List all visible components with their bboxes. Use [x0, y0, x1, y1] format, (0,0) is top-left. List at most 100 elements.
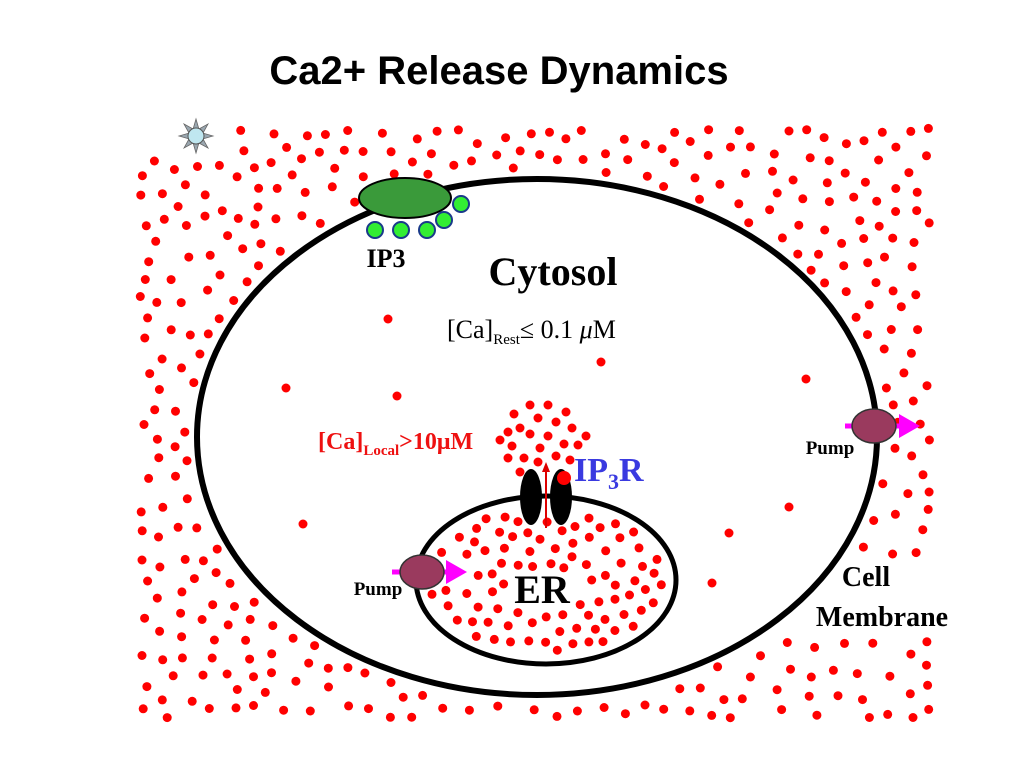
calcium-dot — [610, 626, 620, 635]
calcium-dot — [598, 637, 608, 647]
calcium-dot — [905, 689, 915, 699]
calcium-dot — [144, 257, 154, 267]
calcium-dot — [840, 168, 850, 178]
calcium-dot — [155, 562, 165, 572]
calcium-dot — [392, 391, 402, 401]
calcium-dot — [587, 575, 597, 585]
calcium-dot — [886, 325, 896, 334]
calcium-dot — [386, 678, 396, 687]
calcium-dot — [195, 349, 205, 359]
calcium-dot — [572, 623, 582, 633]
calcium-dot — [906, 348, 916, 358]
calcium-dot — [528, 562, 538, 571]
calcium-dot — [140, 613, 150, 623]
calcium-dot — [137, 555, 147, 565]
calcium-dot — [217, 206, 227, 216]
calcium-dot — [610, 580, 620, 590]
calcium-dot — [304, 658, 314, 668]
calcium-dot — [232, 172, 242, 182]
calcium-dot — [659, 182, 669, 191]
calcium-dot — [820, 225, 830, 235]
calcium-dot — [249, 701, 258, 710]
calcium-dot — [628, 621, 638, 631]
calcium-dot — [256, 239, 266, 249]
calcium-dot — [209, 635, 219, 645]
calcium-dot — [279, 705, 289, 715]
calcium-dot — [236, 125, 246, 135]
calcium-dot — [552, 645, 562, 655]
calcium-dot — [177, 632, 187, 642]
calcium-dot — [584, 513, 594, 523]
calcium-dot — [203, 329, 213, 339]
calcium-dot — [155, 626, 165, 636]
calcium-dot — [177, 587, 187, 597]
calcium-dot — [182, 456, 192, 466]
calcium-dot — [519, 453, 529, 463]
calcium-dot — [788, 175, 798, 185]
calcium-dot — [734, 126, 744, 136]
calcium-dot — [305, 706, 315, 716]
calcium-dot — [858, 695, 867, 705]
calcium-dot — [924, 704, 934, 714]
calcium-dot — [437, 547, 447, 557]
calcium-dot — [245, 654, 255, 664]
calcium-dot — [906, 126, 916, 136]
calcium-dot — [908, 713, 918, 722]
calcium-dot — [508, 163, 518, 173]
calcium-dot — [193, 162, 202, 171]
calcium-dot — [398, 692, 408, 702]
calcium-dot — [515, 146, 525, 156]
calcium-dot — [911, 548, 921, 558]
calcium-dot — [527, 618, 537, 628]
calcium-dot — [841, 139, 851, 149]
calcium-dot — [223, 231, 233, 241]
calcium-dot — [615, 533, 625, 543]
calcium-dot — [652, 554, 662, 564]
calcium-dot — [473, 570, 483, 580]
calcium-dot — [874, 155, 884, 165]
calcium-dot — [584, 637, 594, 647]
calcium-dot — [339, 145, 349, 155]
calcium-dot — [157, 189, 167, 199]
calcium-dot — [507, 441, 517, 451]
calcium-dot — [471, 631, 481, 641]
calcium-dot — [204, 704, 214, 713]
calcium-dot — [685, 137, 695, 146]
calcium-dot — [824, 197, 834, 207]
calcium-dot — [649, 568, 659, 578]
ip3r-label: IP3R — [574, 452, 644, 494]
er-label: ER — [514, 567, 571, 612]
calcium-dot — [137, 171, 147, 181]
calcium-dot — [170, 442, 180, 452]
calcium-dot — [426, 149, 436, 159]
calcium-dot — [200, 211, 210, 221]
calcium-dot — [578, 155, 588, 164]
calcium-dot — [864, 713, 874, 722]
calcium-dot — [871, 278, 881, 288]
calcium-dot — [192, 523, 202, 533]
calcium-dot — [169, 165, 179, 174]
calcium-dot — [890, 443, 900, 453]
calcium-dot — [513, 517, 523, 527]
calcium-dot — [407, 712, 417, 722]
calcium-dot — [501, 133, 511, 143]
calcium-dot — [492, 150, 502, 160]
calcium-dot — [558, 610, 568, 620]
calcium-dot — [515, 423, 525, 433]
calcium-dot — [330, 163, 340, 173]
calcium-dot — [324, 682, 333, 692]
pump-left-label: Pump — [354, 579, 403, 600]
calcium-dot — [659, 704, 669, 714]
calcium-dot — [600, 614, 610, 624]
calcium-dot — [230, 602, 239, 611]
calcium-dot — [707, 578, 717, 588]
calcium-dot — [500, 512, 510, 522]
sun-icon — [177, 117, 215, 155]
calcium-dot — [180, 427, 190, 437]
calcium-dot — [386, 147, 396, 157]
calcium-dot — [906, 649, 916, 659]
calcium-dot — [794, 220, 804, 230]
calcium-dot — [385, 712, 395, 722]
calcium-dot — [918, 470, 928, 480]
calcium-dot — [229, 296, 239, 305]
